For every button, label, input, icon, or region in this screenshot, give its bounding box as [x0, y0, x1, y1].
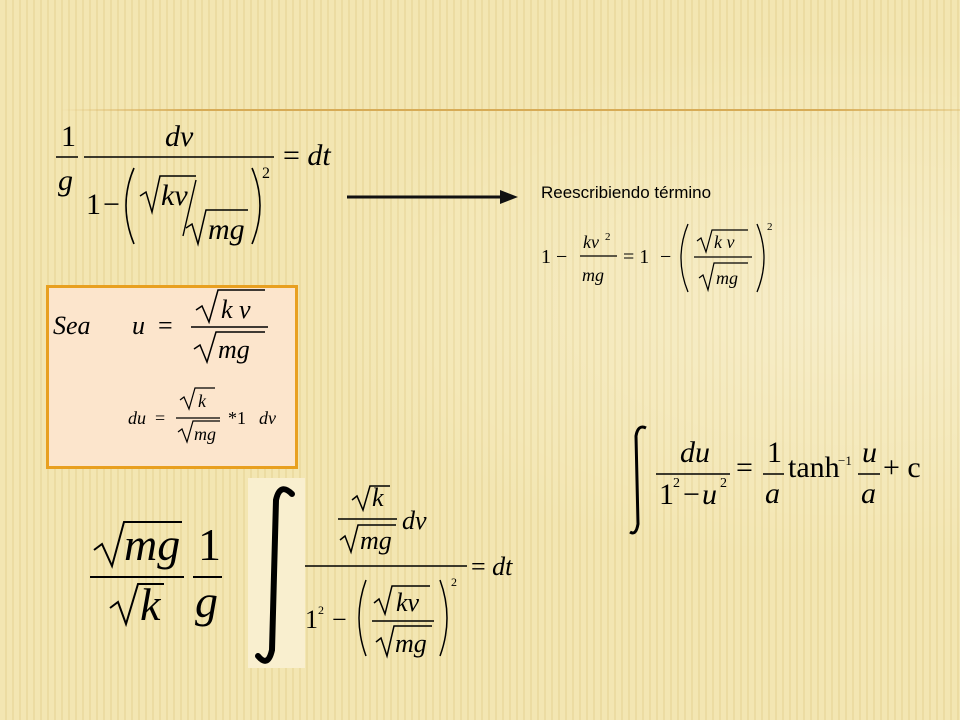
substitution-box: [46, 285, 298, 469]
formula-coef-num: 1: [767, 436, 782, 469]
header-rule: [60, 109, 960, 111]
rewrite-mg: mg: [582, 265, 604, 285]
formula-tanh: tanh: [788, 451, 840, 484]
formula-equals: =: [736, 451, 753, 484]
rewrite-one: 1: [541, 246, 551, 268]
eq1-exponent: 2: [262, 165, 270, 182]
rewrite-mg2: mg: [716, 268, 738, 288]
sub-mg: mg: [218, 335, 250, 364]
final-sqrt-k-inner: [351, 485, 390, 513]
final-mg-inner: mg: [360, 526, 392, 555]
eq1-frac-numerator: dv: [165, 120, 194, 153]
formula-minus: −: [683, 478, 700, 511]
final-sqrt-mg-den: [375, 625, 432, 659]
sub-sea: Sea: [53, 311, 91, 340]
eq1-lhs-denominator: g: [58, 164, 73, 197]
final-left-paren: [358, 579, 367, 657]
sub-times-one: *1: [228, 408, 246, 428]
rewrite-kv: kv: [583, 232, 599, 252]
eq1-left-paren: [125, 167, 135, 245]
formula-u-num: u: [862, 436, 877, 469]
rewrite-exponent: 2: [767, 221, 773, 233]
sub-mg2: mg: [194, 424, 216, 444]
sub-sqrt-mg: [193, 331, 265, 365]
sub-sqrt-k: [179, 387, 215, 411]
final-sqrt-mg-inner: [339, 524, 396, 555]
final-den-one: 1: [305, 605, 318, 634]
final-g: g: [195, 576, 218, 627]
rewrite-kv-exp: 2: [605, 231, 611, 243]
eq1-slash: [182, 179, 197, 237]
sub-dv: dv: [259, 408, 276, 428]
final-mg: mg: [124, 519, 180, 570]
eq1-denom-minus: −: [103, 188, 120, 221]
eq1-mg: mg: [208, 213, 245, 246]
rewrite-sqrt-kv: [696, 229, 748, 254]
final-den-one-exp: 2: [318, 603, 324, 617]
formula-plus-c: + c: [883, 451, 921, 484]
final-mg-den: mg: [395, 629, 427, 658]
final-rhs: = dt: [471, 552, 513, 581]
sub-equals: =: [158, 311, 173, 340]
final-sqrt-mg: [93, 521, 182, 569]
sub-kv: k v: [221, 295, 251, 324]
rewrite-right-paren: [756, 223, 765, 293]
final-one: 1: [198, 519, 221, 570]
eq1-kv: kv: [161, 179, 188, 212]
eq1-lhs-numerator: 1: [61, 120, 76, 153]
eq1-denom-one: 1: [86, 188, 101, 221]
eq1-rhs: = dt: [283, 139, 331, 172]
final-sqrt-kv: [373, 585, 430, 617]
formula-du: du: [680, 436, 710, 469]
final-right-paren: [439, 579, 448, 657]
sub-sqrt-kv: [195, 289, 265, 325]
sub-k: k: [198, 391, 207, 411]
final-kv: kv: [396, 588, 420, 617]
final-den-minus: −: [332, 605, 347, 634]
sub-sqrt-mg2: [177, 420, 220, 444]
formula-coef-den: a: [765, 477, 780, 510]
formula-integral-sign: [629, 425, 647, 535]
rewrite-sqrt-mg: [698, 262, 748, 293]
final-k-inner: k: [372, 483, 384, 512]
final-dv: dv: [402, 506, 427, 535]
final-k: k: [140, 579, 162, 630]
formula-u: u: [702, 478, 717, 511]
formula-one-exp: 2: [673, 476, 680, 491]
arrow-label: Reescribiendo término: [541, 183, 712, 202]
eq1-sqrt-kv: [139, 175, 196, 215]
rewrite-left-paren: [680, 223, 689, 293]
final-integral-sign: [255, 486, 295, 664]
sub-du: du: [128, 408, 146, 428]
final-exponent: 2: [451, 575, 457, 589]
formula-inv-exp: −1: [838, 453, 852, 468]
eq1-right-paren: [251, 167, 261, 245]
transform-arrow: [347, 190, 518, 204]
final-sqrt-k: [109, 583, 164, 628]
rewrite-equals-one: = 1: [623, 246, 649, 268]
eq1-sqrt-mg: [185, 209, 248, 247]
sub-du-equals: =: [155, 408, 165, 428]
formula-u-den: a: [861, 477, 876, 510]
rewrite-minus2: −: [660, 246, 671, 268]
sub-u: u: [132, 311, 145, 340]
rewrite-minus: −: [556, 246, 567, 268]
formula-one: 1: [659, 478, 674, 511]
formula-u-exp: 2: [720, 476, 727, 491]
rewrite-kv2: k v: [714, 232, 734, 252]
